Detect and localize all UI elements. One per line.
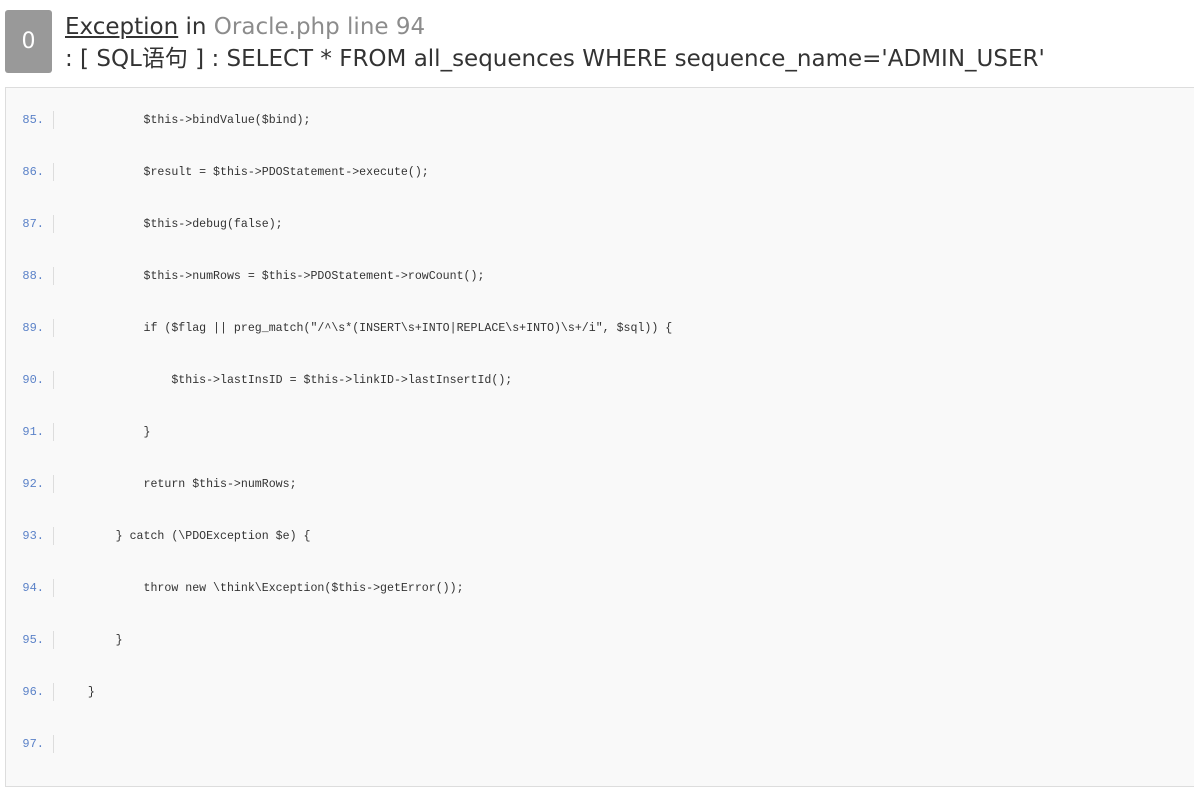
exception-title: Exception in Oracle.php line 94	[65, 11, 1045, 43]
code-text: throw new \think\Exception($this->getErr…	[60, 581, 464, 595]
line-number: 93.	[6, 527, 54, 545]
code-text: $result = $this->PDOStatement->execute()…	[60, 165, 429, 179]
code-text: }	[60, 633, 123, 647]
exception-header: Exception in Oracle.php line 94 : [ SQL语…	[65, 11, 1045, 75]
code-text: $this->bindValue($bind);	[60, 113, 311, 127]
line-number: 90.	[6, 371, 54, 389]
exception-location: Oracle.php line 94	[213, 14, 426, 40]
code-text: $this->lastInsID = $this->linkID->lastIn…	[60, 373, 513, 387]
code-text: return $this->numRows;	[60, 477, 297, 491]
code-text: if ($flag || preg_match("/^\s*(INSERT\s+…	[60, 321, 673, 335]
code-line: 87. $this->debug(false);	[6, 214, 283, 234]
line-number: 86.	[6, 163, 54, 181]
code-line: 94. throw new \think\Exception($this->ge…	[6, 578, 464, 598]
line-number: 94.	[6, 579, 54, 597]
code-line: 96. }	[6, 682, 95, 702]
code-text: }	[60, 425, 151, 439]
line-number: 96.	[6, 683, 54, 701]
exception-message: : [ SQL语句 ] : SELECT * FROM all_sequence…	[65, 46, 1045, 72]
line-number: 91.	[6, 423, 54, 441]
code-line: 90. $this->lastInsID = $this->linkID->la…	[6, 370, 512, 390]
line-number: 87.	[6, 215, 54, 233]
line-number: 92.	[6, 475, 54, 493]
exception-index: 0	[21, 29, 36, 54]
code-line: 85. $this->bindValue($bind);	[6, 110, 310, 130]
source-code-panel: 85. $this->bindValue($bind); 86. $result …	[5, 87, 1194, 787]
code-text: }	[60, 685, 95, 699]
line-number: 85.	[6, 111, 54, 129]
code-line: 91. }	[6, 422, 150, 442]
code-text: $this->debug(false);	[60, 217, 283, 231]
in-word: in	[185, 14, 207, 40]
line-number: 95.	[6, 631, 54, 649]
exception-class-link[interactable]: Exception	[65, 14, 179, 40]
line-number: 97.	[6, 735, 54, 753]
line-number: 89.	[6, 319, 54, 337]
code-line: 92. return $this->numRows;	[6, 474, 297, 494]
code-text: } catch (\PDOException $e) {	[60, 529, 311, 543]
code-line: 93. } catch (\PDOException $e) {	[6, 526, 310, 546]
code-line: 97.	[6, 734, 60, 754]
line-number: 88.	[6, 267, 54, 285]
code-line: 88. $this->numRows = $this->PDOStatement…	[6, 266, 484, 286]
code-text: $this->numRows = $this->PDOStatement->ro…	[60, 269, 485, 283]
exception-index-badge: 0	[5, 10, 52, 73]
code-line: 86. $result = $this->PDOStatement->execu…	[6, 162, 429, 182]
code-line: 95. }	[6, 630, 123, 650]
code-line: 89. if ($flag || preg_match("/^\s*(INSER…	[6, 318, 672, 338]
